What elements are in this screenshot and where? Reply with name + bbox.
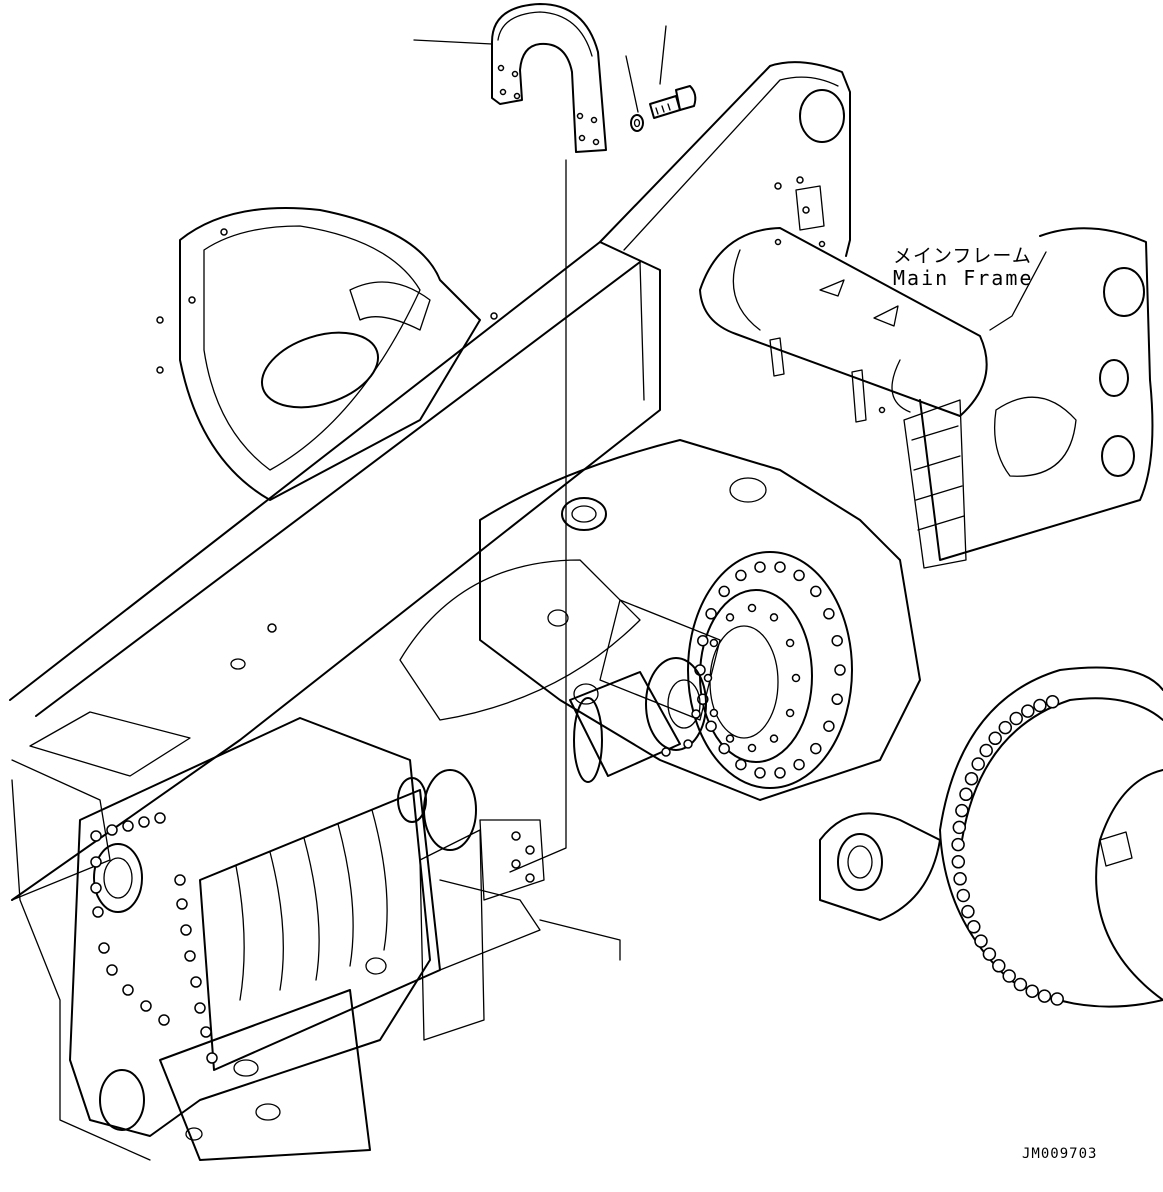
ring-tooth [988, 731, 1002, 746]
inner-bolt [747, 743, 757, 753]
flange-bolt [705, 608, 717, 620]
flange-bolt [810, 742, 822, 755]
ring-tooth [1013, 977, 1028, 992]
inner-bolt [785, 638, 795, 648]
housing-bolt [200, 1026, 212, 1038]
housing-bolt [92, 906, 104, 918]
ring-tooth [1009, 711, 1023, 726]
drawing-id: JM009703 [1022, 1146, 1098, 1162]
ring-tooth [961, 904, 975, 919]
differential-housing [399, 439, 921, 801]
ring-tooth [1033, 698, 1047, 713]
bolt [649, 85, 697, 119]
ring-tooth [1021, 704, 1035, 718]
main-frame-label-ja: メインフレーム [893, 245, 1032, 267]
housing-bolt [194, 1002, 206, 1014]
ring-tooth [998, 720, 1013, 735]
housing-bolt [122, 984, 134, 996]
ring-tooth [956, 888, 971, 903]
housing-bolt [174, 874, 186, 886]
housing-bolt [90, 830, 102, 842]
inner-bolt [769, 734, 779, 743]
flange-bolt [810, 585, 822, 598]
flange-bolt [705, 720, 717, 732]
flange-bolt [754, 767, 766, 779]
inner-bolt [725, 613, 735, 622]
ring-tooth [971, 757, 985, 771]
flange-bolt [718, 585, 730, 598]
inner-bolt [747, 603, 757, 613]
housing-bolt [138, 816, 150, 828]
flange-bolt [774, 561, 786, 573]
flange-bolt [697, 634, 709, 647]
leader-lines [413, 25, 1047, 873]
housing-bolt [140, 1000, 152, 1012]
housing-bolt [184, 950, 196, 962]
ring-tooth [1025, 984, 1039, 998]
right-wheel-hub [819, 666, 1163, 1008]
main-frame-label-en: Main Frame [893, 266, 1034, 290]
flange-bolt [831, 634, 843, 647]
rear-wheel-hub [156, 207, 498, 501]
housing-bolt [154, 812, 166, 824]
housing-bolt [180, 924, 192, 936]
propeller-shaft [569, 657, 707, 783]
housing-bolt [90, 856, 102, 868]
inner-bolt [791, 673, 801, 683]
ring-tooth [964, 771, 979, 786]
flange-bolt [735, 758, 747, 771]
housing-bolt [90, 882, 102, 894]
ring-tooth [951, 837, 965, 852]
transmission-housing [69, 717, 545, 1161]
long-beam [9, 241, 661, 901]
inner-bolt [703, 673, 713, 683]
main-frame [599, 61, 1154, 569]
flange-bolt [831, 693, 843, 706]
flange-bolt [754, 561, 766, 573]
housing-bolt [190, 976, 202, 988]
inner-bolt [725, 734, 735, 743]
ring-tooth [967, 920, 981, 934]
ring-tooth [992, 959, 1006, 973]
ring-tooth [951, 855, 966, 869]
ring-tooth [979, 743, 993, 758]
housing-bolt [158, 1014, 170, 1026]
flange-bolt [823, 720, 835, 732]
frame-edges [11, 779, 621, 1161]
ring-tooth [1037, 989, 1052, 1003]
flange-bolt [735, 569, 747, 582]
flange-bolt [793, 758, 805, 771]
inner-bolt [709, 638, 719, 648]
ring-tooth [974, 934, 988, 948]
flange-bolt [834, 664, 846, 676]
ring-tooth [1050, 992, 1064, 1006]
housing-bolt [98, 942, 110, 954]
ring-tooth [955, 803, 969, 818]
flange-bolt [793, 569, 805, 582]
ring-tooth [953, 872, 967, 886]
ring-tooth [1045, 695, 1060, 709]
housing-bolt [106, 824, 118, 836]
housing-bolt [176, 898, 188, 910]
inner-bolt [785, 708, 795, 718]
ring-tooth [982, 947, 997, 961]
u-bracket [491, 3, 607, 153]
ring-tooth [959, 787, 973, 802]
flange-bolt [718, 742, 730, 755]
flange-bolt [774, 767, 786, 779]
housing-bolt [122, 820, 134, 832]
inner-bolt [709, 708, 719, 718]
housing-bolt [106, 964, 118, 976]
housing-bolt [206, 1052, 218, 1064]
ring-tooth [1002, 969, 1016, 983]
washer [630, 114, 644, 132]
inner-bolt [769, 613, 779, 622]
ring-tooth [952, 820, 967, 835]
flange-bolt [823, 608, 835, 620]
